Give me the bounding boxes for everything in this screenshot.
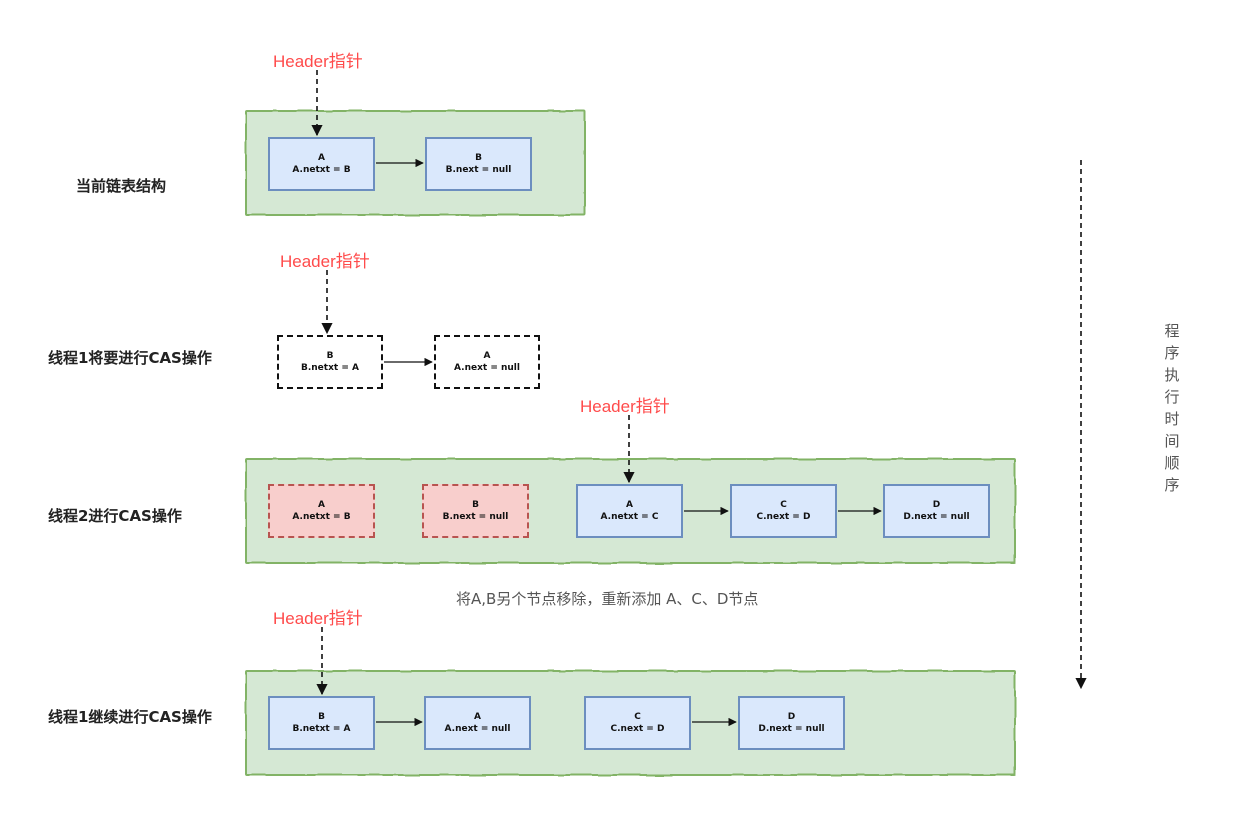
node-name: D [787,712,796,722]
node-name: A [626,500,633,510]
node-value: A.next = null [444,724,511,734]
header-pointer-label-1: Header指针 [273,52,363,71]
node-r3-b-removed: B B.next = null [422,484,529,538]
header-pointer-label-4: Header指针 [273,609,363,628]
node-r3-a-removed: A A.netxt = B [268,484,375,538]
node-name: B [326,351,334,361]
node-value: A.netxt = B [292,165,351,175]
timeline-char: 程 [1164,322,1180,340]
node-r3-a: A A.netxt = C [576,484,683,538]
node-value: B.next = null [445,165,512,175]
node-value: A.netxt = C [600,512,659,522]
node-name: B [318,712,325,722]
row-label-thread1-continue: 线程1继续进行CAS操作 [48,708,212,726]
node-r1-a: A A.netxt = B [268,137,375,191]
timeline-char: 时 [1164,410,1180,428]
node-name: C [634,712,641,722]
node-value: B.next = null [442,512,509,522]
node-r4-c: C C.next = D [584,696,691,750]
node-r4-d: D D.next = null [738,696,845,750]
node-value: D.next = null [903,512,970,522]
node-name: A [318,153,325,163]
timeline-char: 执 [1164,366,1180,384]
timeline-char: 间 [1164,432,1180,450]
node-r2-a: A A.next = null [434,335,540,389]
timeline-char: 序 [1164,476,1180,494]
node-value: C.next = D [756,512,811,522]
node-r4-b: B B.netxt = A [268,696,375,750]
node-name: C [780,500,787,510]
node-r1-b: B B.next = null [425,137,532,191]
node-value: B.netxt = A [292,724,351,734]
row-label-current-list: 当前链表结构 [76,177,167,195]
row-label-thread1-before: 线程1将要进行CAS操作 [48,349,212,367]
node-r3-c: C C.next = D [730,484,837,538]
node-name: D [932,500,941,510]
timeline-char: 顺 [1164,454,1180,472]
node-name: B [472,500,479,510]
node-r3-d: D D.next = null [883,484,990,538]
row-label-thread2: 线程2进行CAS操作 [48,507,182,525]
node-value: A.next = null [454,363,520,373]
node-name: A [483,351,491,361]
node-name: A [474,712,481,722]
header-pointer-label-3: Header指针 [580,397,670,416]
node-value: C.next = D [610,724,665,734]
header-pointer-label-2: Header指针 [280,252,370,271]
timeline-char: 序 [1164,344,1180,362]
operation-note: 将A,B另个节点移除，重新添加 A、C、D节点 [456,590,759,608]
timeline-char: 行 [1164,388,1180,406]
node-value: A.netxt = B [292,512,351,522]
node-value: B.netxt = A [301,363,359,373]
node-r2-b: B B.netxt = A [277,335,383,389]
node-name: A [318,500,325,510]
node-value: D.next = null [758,724,825,734]
node-name: B [475,153,482,163]
node-r4-a: A A.next = null [424,696,531,750]
